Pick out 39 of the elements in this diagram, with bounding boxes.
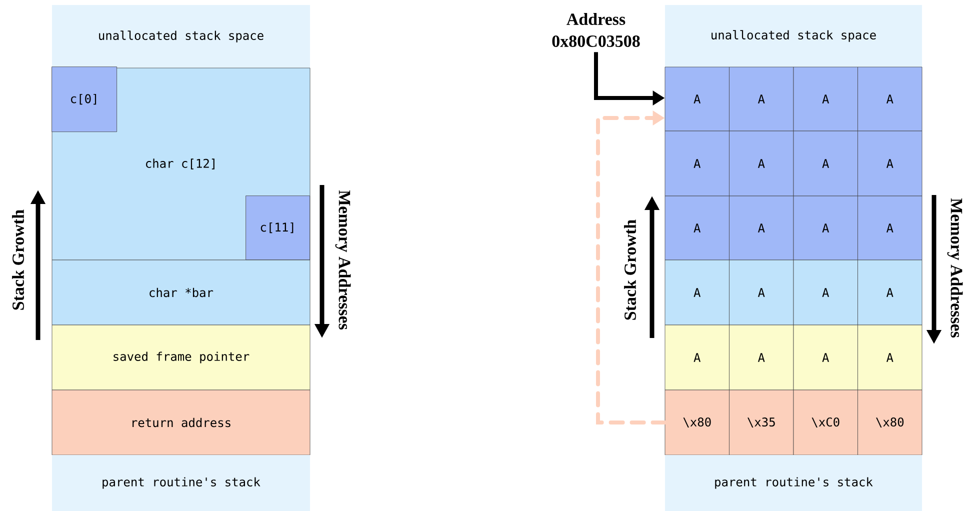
memory-cell: \x80 bbox=[664, 390, 730, 456]
memory-cell: A bbox=[664, 196, 730, 260]
memory-cell: A bbox=[729, 260, 794, 326]
direction-label: Stack Growth bbox=[624, 220, 636, 320]
memory-cell: A bbox=[858, 66, 922, 132]
memory-cell: A bbox=[793, 66, 858, 132]
dashed-arrow bbox=[596, 110, 667, 424]
stack-band: unallocated stack space bbox=[52, 5, 310, 68]
stack-band: parent routine's stack bbox=[52, 455, 310, 511]
array-element: c[0] bbox=[52, 66, 117, 132]
memory-cell: A bbox=[793, 324, 858, 390]
memory-cell: \x35 bbox=[729, 390, 794, 456]
memory-cell: parent routine's stack bbox=[665, 455, 922, 511]
memory-cell: A bbox=[858, 324, 922, 390]
stack-band: saved frame pointer bbox=[52, 324, 310, 390]
memory-cell: A bbox=[729, 196, 794, 260]
memory-cell: \x80 bbox=[858, 390, 922, 456]
stack-band: unallocated stack space bbox=[665, 5, 922, 67]
direction-label: Memory Addresses bbox=[947, 198, 963, 338]
address-label: Address 0x80C03508 bbox=[552, 13, 640, 47]
memory-cell: \xC0 bbox=[793, 390, 858, 456]
memory-cell: A bbox=[858, 196, 922, 260]
stack-band: return address bbox=[52, 390, 310, 456]
memory-cell: A bbox=[858, 130, 922, 196]
direction-label: Stack Growth bbox=[12, 210, 24, 310]
memory-cell: A bbox=[664, 66, 730, 132]
memory-cell: A bbox=[729, 324, 794, 390]
memory-cell: A bbox=[729, 66, 794, 132]
memory-cell: A bbox=[664, 324, 730, 390]
memory-cell: A bbox=[664, 130, 730, 196]
memory-cell: A bbox=[793, 260, 858, 326]
memory-cell: A bbox=[793, 196, 858, 260]
stack-band: char *bar bbox=[52, 260, 310, 326]
memory-cell: A bbox=[729, 130, 794, 196]
memory-cell: A bbox=[858, 260, 922, 326]
direction-label: Memory Addresses bbox=[335, 190, 351, 330]
memory-cell: A bbox=[664, 260, 730, 326]
array-element: c[11] bbox=[246, 196, 310, 260]
memory-cell: A bbox=[793, 130, 858, 196]
